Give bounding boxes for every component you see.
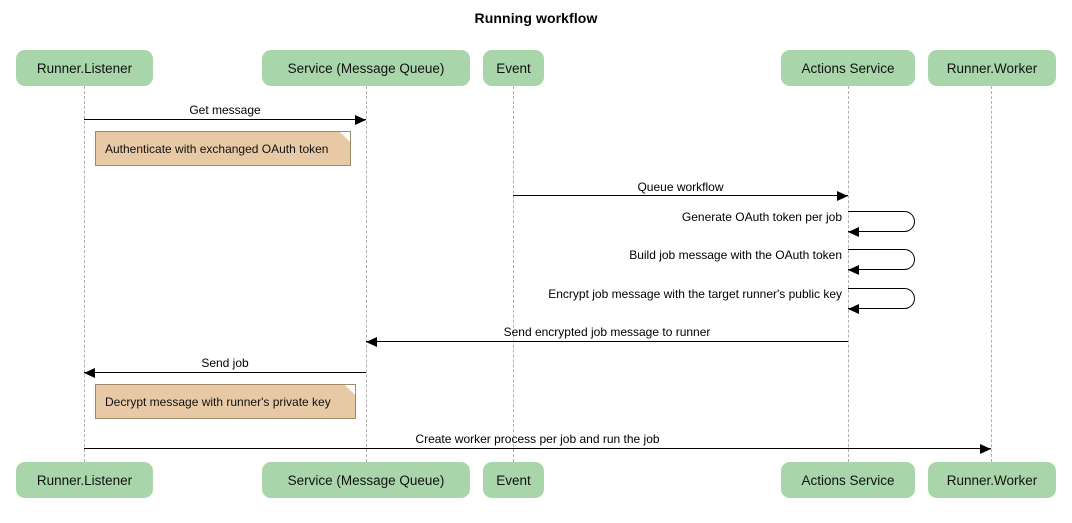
message-arrowhead-send-job (84, 368, 95, 378)
note-authenticate-note: Authenticate with exchanged OAuth token (95, 131, 351, 166)
message-line-create-worker-process (84, 448, 991, 449)
self-message-label-generate-oauth-token: Generate OAuth token per job (681, 210, 842, 224)
lifeline-runner-worker (991, 86, 992, 462)
self-message-label-build-job-message: Build job message with the OAuth token (629, 248, 842, 262)
participant-footer-event[interactable]: Event (483, 462, 544, 498)
self-message-loop-build-job-message (848, 249, 915, 270)
note-fold-icon (345, 385, 355, 395)
self-message-arrowhead-build-job-message (848, 265, 859, 275)
message-line-queue-workflow (513, 195, 848, 196)
note-decrypt-note: Decrypt message with runner's private ke… (95, 384, 356, 419)
note-text: Authenticate with exchanged OAuth token (105, 141, 329, 156)
page-title: Running workflow (474, 10, 598, 26)
participant-label: Runner.Worker (946, 60, 1038, 76)
self-message-loop-encrypt-job-message (848, 288, 915, 309)
participant-label: Runner.Listener (36, 60, 133, 76)
participant-label: Service (Message Queue) (287, 472, 445, 488)
participant-header-runner-listener[interactable]: Runner.Listener (16, 50, 153, 86)
message-label-send-encrypted-job-message: Send encrypted job message to runner (503, 325, 711, 339)
message-line-send-job (84, 372, 366, 373)
participant-footer-runner-worker[interactable]: Runner.Worker (928, 462, 1056, 498)
self-message-loop-generate-oauth-token (848, 211, 915, 232)
message-arrowhead-send-encrypted-job-message (366, 337, 377, 347)
participant-label: Actions Service (801, 60, 895, 76)
participant-footer-runner-listener[interactable]: Runner.Listener (16, 462, 153, 498)
message-label-get-message: Get message (189, 103, 261, 117)
participant-header-event[interactable]: Event (483, 50, 544, 86)
message-label-create-worker-process: Create worker process per job and run th… (415, 432, 660, 446)
participant-label: Event (496, 472, 531, 488)
lifeline-runner-listener (84, 86, 85, 462)
message-label-send-job: Send job (201, 356, 249, 370)
note-text: Decrypt message with runner's private ke… (105, 394, 331, 409)
message-line-get-message (84, 119, 366, 120)
message-arrowhead-queue-workflow (837, 191, 848, 201)
self-message-arrowhead-encrypt-job-message (848, 304, 859, 314)
participant-label: Event (496, 60, 531, 76)
message-arrowhead-create-worker-process (980, 444, 991, 454)
participant-footer-service-message-queue[interactable]: Service (Message Queue) (262, 462, 470, 498)
participant-label: Actions Service (801, 472, 895, 488)
message-arrowhead-get-message (355, 115, 366, 125)
message-line-send-encrypted-job-message (366, 341, 848, 342)
participant-header-runner-worker[interactable]: Runner.Worker (928, 50, 1056, 86)
participant-footer-actions-service[interactable]: Actions Service (781, 462, 915, 498)
participant-header-service-message-queue[interactable]: Service (Message Queue) (262, 50, 470, 86)
participant-header-actions-service[interactable]: Actions Service (781, 50, 915, 86)
participant-label: Runner.Listener (36, 472, 133, 488)
participant-label: Service (Message Queue) (287, 60, 445, 76)
lifeline-event (513, 86, 514, 462)
self-message-arrowhead-generate-oauth-token (848, 227, 859, 237)
lifeline-service-message-queue (366, 86, 367, 462)
self-message-label-encrypt-job-message: Encrypt job message with the target runn… (548, 287, 842, 301)
message-label-queue-workflow: Queue workflow (637, 180, 724, 194)
participant-label: Runner.Worker (946, 472, 1038, 488)
note-fold-icon (340, 132, 350, 142)
